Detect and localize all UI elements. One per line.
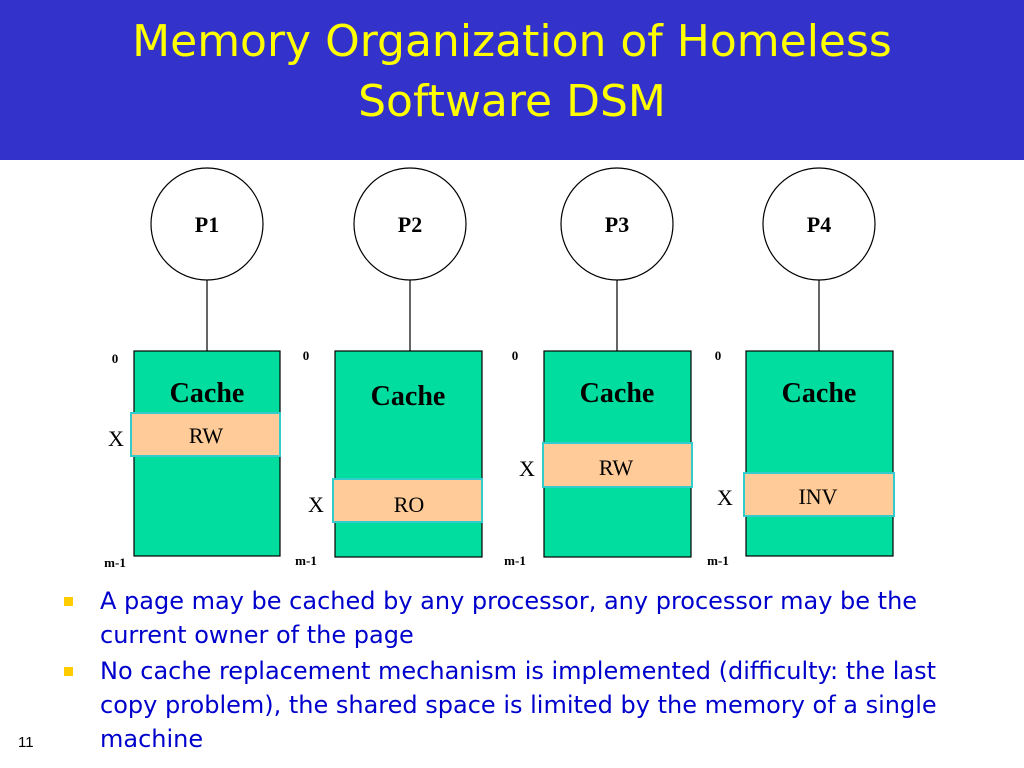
addr-end-p1: m-1 (104, 555, 126, 570)
page-entry-p2 (332, 478, 483, 523)
addr-start-p4: 0 (715, 348, 722, 363)
processor-circle-p2 (353, 167, 467, 281)
processor-circle-p1 (150, 167, 264, 281)
processor-node-p3: P3 Cache RW X 0 m-1 (504, 167, 693, 568)
page-state-p4: INV (798, 484, 837, 509)
addr-start-p2: 0 (303, 348, 310, 363)
processor-label-p3: P3 (605, 212, 629, 237)
page-entry-p1 (130, 412, 281, 457)
slide-title-line-1: Memory Organization of Homeless (132, 16, 892, 67)
processor-circle-p4 (762, 167, 876, 281)
processor-label-p4: P4 (807, 212, 831, 237)
page-marker-p3: X (519, 456, 535, 481)
processor-node-p4: P4 Cache INV X 0 m-1 (707, 167, 895, 568)
bullet-text-owner: A page may be cached by any processor, a… (100, 587, 918, 649)
processor-node-p1: P1 Cache RW X 0 m-1 (104, 167, 281, 570)
title-bar: Memory Organization of Homeless Software… (0, 0, 1024, 160)
cache-label-p4: Cache (782, 378, 857, 409)
bullet-text-replacement: No cache replacement mechanism is implem… (100, 657, 937, 753)
addr-start-p1: 0 (112, 351, 119, 366)
addr-end-p3: m-1 (504, 553, 526, 568)
processor-circle-p3 (560, 167, 674, 281)
addr-start-p3: 0 (512, 348, 519, 363)
cache-label-p3: Cache (580, 378, 655, 409)
processor-label-p1: P1 (195, 212, 219, 237)
processor-node-p2: P2 Cache RO X 0 m-1 (295, 167, 483, 568)
addr-end-p2: m-1 (295, 553, 317, 568)
page-marker-p4: X (717, 485, 733, 510)
bullet-item-replacement: No cache replacement mechanism is implem… (60, 654, 960, 756)
page-state-p1: RW (189, 423, 223, 448)
bullet-item-owner: A page may be cached by any processor, a… (60, 584, 960, 652)
addr-end-p4: m-1 (707, 553, 729, 568)
bullet-square-icon (64, 667, 73, 676)
page-marker-p1: X (108, 426, 124, 451)
slide-number: 11 (18, 734, 34, 751)
processor-label-p2: P2 (398, 212, 422, 237)
page-entry-p4 (743, 472, 895, 517)
page-entry-p3 (542, 442, 693, 488)
page-state-p2: RO (394, 492, 425, 517)
slide-title-line-2: Software DSM (358, 76, 666, 127)
slide-title: Memory Organization of Homeless Software… (0, 12, 1024, 132)
bullet-list: A page may be cached by any processor, a… (60, 584, 960, 758)
cache-label-p2: Cache (371, 381, 446, 412)
bullet-square-icon (64, 597, 73, 606)
cache-label-p1: Cache (170, 378, 245, 409)
cache-box-p4 (745, 350, 894, 557)
page-marker-p2: X (308, 492, 324, 517)
page-state-p3: RW (599, 455, 633, 480)
